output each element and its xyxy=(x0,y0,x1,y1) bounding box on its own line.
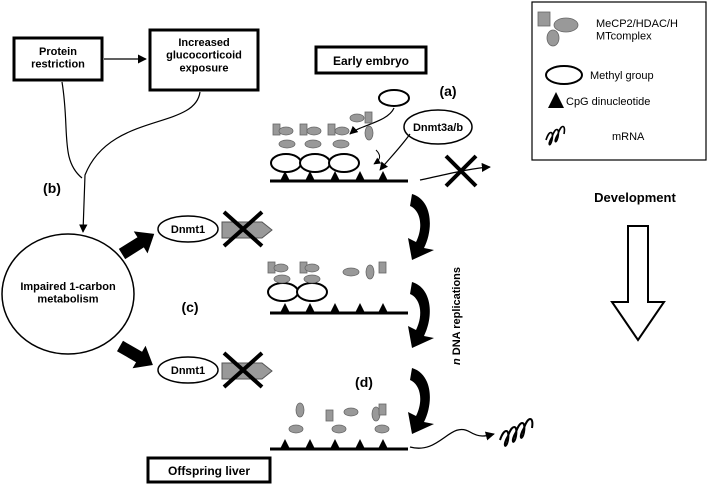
dnmt1-top-blocked-complex xyxy=(221,210,273,248)
early-embryo-box: Early embryo xyxy=(314,45,428,75)
development-label: Development xyxy=(594,190,676,205)
dnmt1-bottom-label: Dnmt1 xyxy=(171,365,205,377)
methylated-complexes-2 xyxy=(267,261,387,302)
dnmt3-small-arrow xyxy=(373,149,382,165)
label-b: (b) xyxy=(43,180,61,196)
glucocorticoid-curve xyxy=(79,91,201,233)
transcription-arrow xyxy=(409,429,495,449)
dnmt1-top-node xyxy=(157,215,219,243)
offspring-liver-label: Offspring liver xyxy=(168,464,250,478)
early-embryo-label: Early embryo xyxy=(333,54,409,68)
dnmt1-top-label: Dnmt1 xyxy=(171,224,205,236)
development-arrow xyxy=(610,225,666,342)
dnmt3-label: Dnmt3a/b xyxy=(413,122,463,134)
restriction-curve xyxy=(61,81,83,179)
label-a: (a) xyxy=(439,83,456,99)
dnmt3-node xyxy=(403,109,473,145)
label-d: (d) xyxy=(355,374,373,390)
legend-mecp2-icon xyxy=(537,11,579,47)
free-complexes-3 xyxy=(288,402,390,434)
blocked-transcription-arrow xyxy=(419,162,491,181)
dna-strand-3 xyxy=(270,402,408,451)
legend-methyl-label: Methyl group xyxy=(590,70,654,82)
thick-arrow-down xyxy=(117,340,153,369)
dna-strand-2 xyxy=(267,261,408,315)
free-methyl-group xyxy=(378,89,410,107)
dna-strand-1 xyxy=(270,111,408,183)
replication-arrows xyxy=(408,194,434,434)
dnmt1-bottom-node xyxy=(157,356,219,384)
legend-mrna-label: mRNA xyxy=(612,131,645,143)
blocked-transcription-x xyxy=(444,154,478,188)
thick-arrow-up xyxy=(118,231,155,260)
dnmt3-to-dna-arrow xyxy=(379,133,411,171)
legend-mrna-icon xyxy=(545,125,566,146)
legend-cpg-label: CpG dinucleotide xyxy=(566,96,650,108)
cpg-markers-1 xyxy=(280,171,388,181)
mrna-coil xyxy=(499,418,534,447)
legend-cpg-icon xyxy=(548,92,564,108)
offspring-liver-box: Offspring liver xyxy=(146,456,272,484)
svg-text:n DNA replications: n DNA replications xyxy=(451,267,463,365)
label-c: (c) xyxy=(181,299,198,315)
methylated-complexes-1 xyxy=(270,111,374,173)
cpg-markers-2 xyxy=(280,303,388,313)
replications-label: n DNA replications xyxy=(451,267,463,365)
methyl-to-dna-arrow xyxy=(349,107,395,135)
replications-text: DNA replications xyxy=(451,267,463,358)
cpg-markers-3 xyxy=(280,439,388,449)
impaired-metabolism-node xyxy=(1,233,135,355)
dnmt1-bottom-blocked-complex xyxy=(221,351,273,389)
replications-n: n xyxy=(451,358,463,365)
legend-methyl-icon xyxy=(545,65,583,85)
